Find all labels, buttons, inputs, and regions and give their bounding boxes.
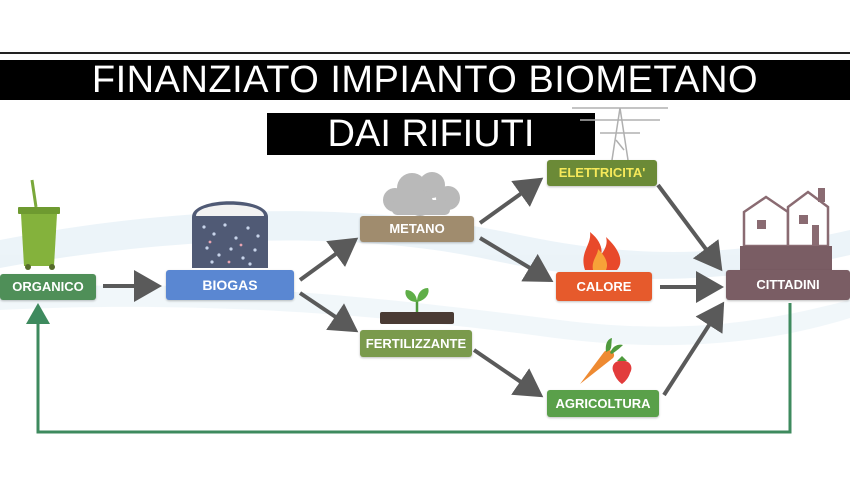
feedback-loop-line [26,303,792,434]
sprout-icon [380,288,454,324]
page-title: FINANZIATO IMPIANTO BIOMETANO [0,60,850,100]
node-fertilizzante-label: FERTILIZZANTE [365,336,467,351]
bin-icon [18,179,60,270]
top-rule [0,52,850,54]
arrow-elettricita-cittadini [656,183,723,272]
arrow-biogas-metano [298,237,359,282]
page-subtitle: DAI RIFIUTI [267,113,595,155]
node-agricoltura: AGRICOLTURA [547,390,659,417]
node-calore: CALORE [556,272,652,301]
vegetables-icon [580,338,632,384]
node-metano-label: METANO [389,221,445,236]
node-metano: METANO [360,216,474,242]
node-biogas: BIOGAS [166,270,294,300]
node-agricoltura-label: AGRICOLTURA [555,396,651,411]
node-fertilizzante: FERTILIZZANTE [360,330,472,357]
gas-tank-icon [192,201,268,268]
node-elettricita: ELETTRICITA' [547,160,657,186]
houses-icon [740,188,832,270]
flame-icon [583,232,621,270]
node-biogas-label: BIOGAS [202,277,258,293]
arrow-fertilizzante-agricoltura [472,348,544,398]
arrow-agricoltura-cittadini [662,301,725,397]
node-organico-label: ORGANICO [12,279,84,294]
node-cittadini-label: CITTADINI [756,277,820,292]
power-pylon-icon [572,107,668,161]
node-calore-label: CALORE [576,279,632,294]
cloud-icon [383,172,460,216]
node-elettricita-label: ELETTRICITA' [558,165,646,180]
node-cittadini: CITTADINI [726,270,850,300]
arrow-metano-elettricita [478,177,544,225]
node-organico: ORGANICO [0,274,96,300]
arrow-biogas-fertilizzante [298,291,359,333]
arrow-metano-calore [478,236,554,283]
